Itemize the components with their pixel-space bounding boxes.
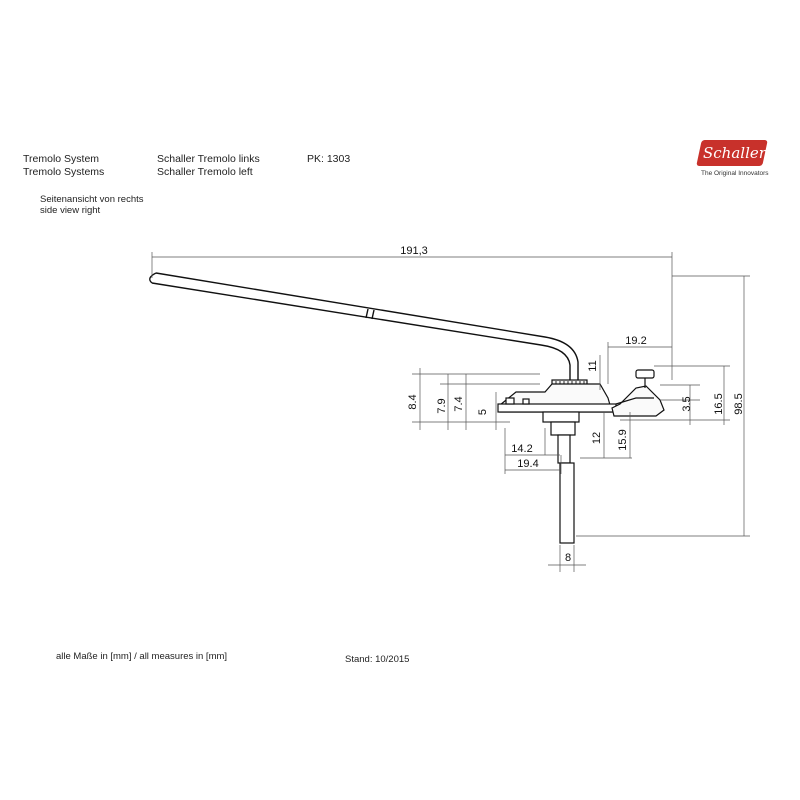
tremolo-arm <box>149 272 579 384</box>
tremolo-housing <box>497 369 665 544</box>
dim-16-5: 16.5 <box>713 393 725 414</box>
adjustment-screw <box>635 369 655 379</box>
schaller-logo: Schaller The Original Innovators <box>693 140 773 180</box>
dim-overall-length: 191,3 <box>400 245 428 257</box>
dim-19-2: 19.2 <box>625 335 646 347</box>
dim-19-4: 19.4 <box>517 458 538 470</box>
dim-12: 12 <box>591 432 603 444</box>
revision-stand: Stand: 10/2015 <box>345 654 410 665</box>
dim-8-4: 8.4 <box>407 394 419 409</box>
header-system-en: Tremolo Systems <box>23 166 105 178</box>
mounting-post <box>559 462 575 544</box>
header-part-number: PK: 1303 <box>307 153 351 165</box>
header-model-en: Schaller Tremolo left <box>157 166 253 178</box>
dim-7-9: 7.9 <box>436 398 448 413</box>
view-label-de: Seitenansicht von rechts <box>40 194 144 205</box>
dim-8: 8 <box>565 552 571 564</box>
dim-11: 11 <box>587 360 599 371</box>
dim-5: 5 <box>477 409 489 415</box>
dim-3-5: 3.5 <box>681 396 693 411</box>
dim-98-5: 98.5 <box>733 393 745 414</box>
dimension-lines <box>151 252 750 572</box>
header-system-de: Tremolo System <box>23 153 100 165</box>
dim-15-9: 15.9 <box>617 429 629 450</box>
dimension-labels: 191,3 19.2 11 8.4 7.9 7.4 5 14.2 19.4 12… <box>400 245 745 564</box>
dim-14-2: 14.2 <box>511 443 532 455</box>
header-model-de: Schaller Tremolo links <box>157 153 260 165</box>
logo-wordmark: Schaller <box>703 144 766 162</box>
logo-tagline: The Original Innovators <box>701 170 769 177</box>
units-note: alle Maße in [mm] / all measures in [mm] <box>56 651 228 662</box>
dim-7-4: 7.4 <box>453 396 465 411</box>
view-label-en: side view right <box>40 205 101 216</box>
